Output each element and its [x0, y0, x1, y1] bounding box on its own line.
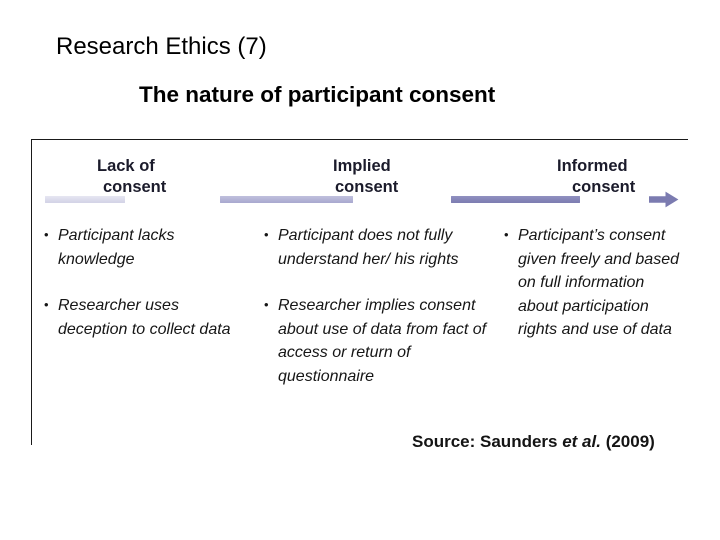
list-item: Researcher implies consent about use of …	[264, 293, 492, 388]
continuum-arrow	[32, 165, 689, 208]
stage-header-implied-consent: Implied consent	[333, 156, 398, 198]
list-item: Participant lacks knowledge	[44, 223, 249, 271]
consent-continuum-diagram: Lack of consent Implied consent Informed…	[31, 139, 688, 445]
list-item: Participant’s consent given freely and b…	[504, 223, 679, 342]
stage-header-line-1: Implied	[333, 157, 391, 175]
continuum-arrow-segment-2	[220, 196, 353, 203]
right-arrow-icon	[649, 191, 679, 208]
page-title: Research Ethics (7)	[56, 33, 267, 60]
source-credit-clip: Source: Saunders et al. (2009)	[390, 434, 690, 452]
stage-header-line-1: Lack of	[97, 157, 155, 175]
stage-bullets-implied-consent: Participant does not fully understand he…	[264, 223, 492, 411]
source-prefix: Source: Saunders	[412, 434, 563, 451]
source-suffix: (2009)	[600, 434, 655, 451]
source-italic: et al.	[562, 434, 601, 451]
continuum-arrow-segment-3	[451, 196, 580, 203]
stage-header-line-2: consent	[572, 178, 636, 196]
stage-header-line-2: consent	[103, 178, 167, 196]
page-subtitle: The nature of participant consent	[139, 82, 496, 107]
stage-header-line-2: consent	[335, 178, 399, 196]
list-item: Researcher uses deception to collect dat…	[44, 293, 249, 341]
list-item: Participant does not fully understand he…	[264, 223, 492, 271]
stage-header-lack-of-consent: Lack of consent	[97, 156, 166, 198]
stage-bullets-informed-consent: Participant’s consent given freely and b…	[504, 223, 679, 365]
stage-header-informed-consent: Informed consent	[557, 156, 635, 198]
source-credit: Source: Saunders et al. (2009)	[412, 434, 655, 452]
continuum-arrow-segment-1	[45, 196, 125, 203]
stage-header-line-1: Informed	[557, 157, 628, 175]
stage-bullets-lack-of-consent: Participant lacks knowledge Researcher u…	[44, 223, 249, 364]
